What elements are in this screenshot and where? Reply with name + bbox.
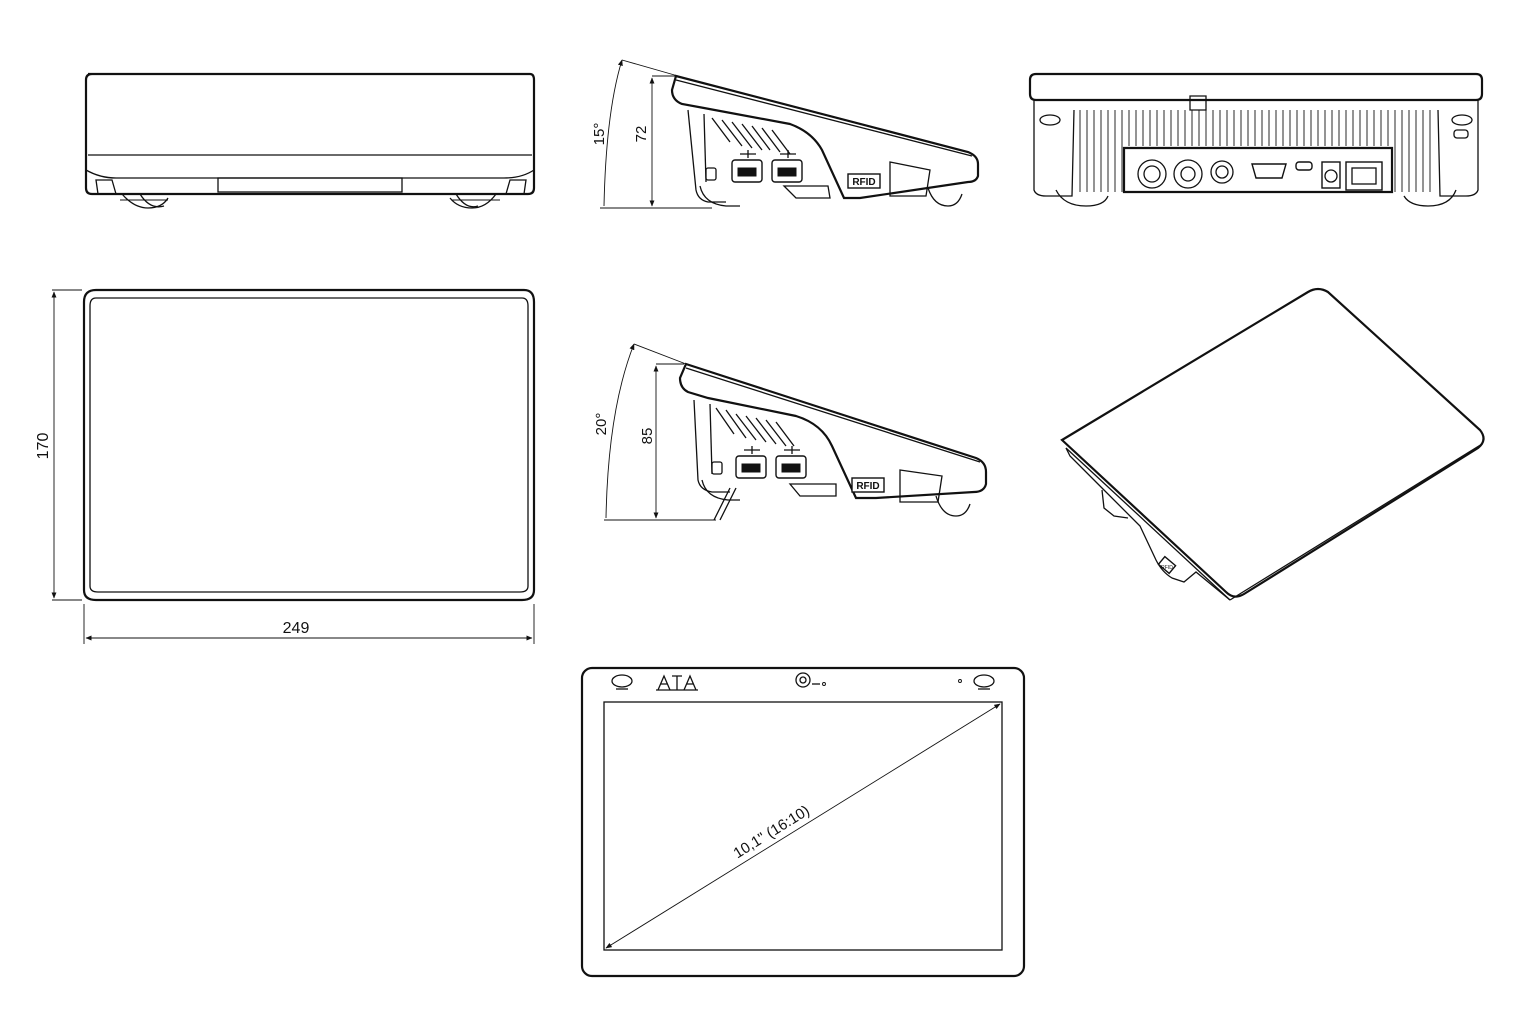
height-dimension-label: 170 — [35, 433, 52, 460]
height-label-85: 85 — [639, 428, 656, 445]
isometric-view: RFID — [1060, 287, 1485, 601]
tilt-angle-label-20: 20° — [593, 413, 610, 436]
height-label-72: 72 — [633, 126, 650, 143]
rfid-label-side-low: RFID — [852, 177, 875, 188]
rear-view — [1028, 72, 1484, 207]
screen-face-view: 10,1" (16:10) — [580, 666, 1026, 978]
front-view — [84, 72, 536, 209]
width-dimension-label: 249 — [283, 620, 310, 637]
rfid-label-side-high: RFID — [856, 481, 879, 492]
side-view-15deg: 15° 72 RFID — [591, 59, 980, 209]
top-view: 170 249 — [35, 288, 536, 644]
brand-logo-mark — [656, 674, 698, 691]
side-view-20deg: 20° 85 RFID — [593, 343, 988, 521]
tilt-angle-label-15: 15° — [591, 123, 608, 146]
screen-diagonal-label: 10,1" (16:10) — [731, 802, 813, 862]
rfid-label-iso: RFID — [1161, 565, 1173, 571]
